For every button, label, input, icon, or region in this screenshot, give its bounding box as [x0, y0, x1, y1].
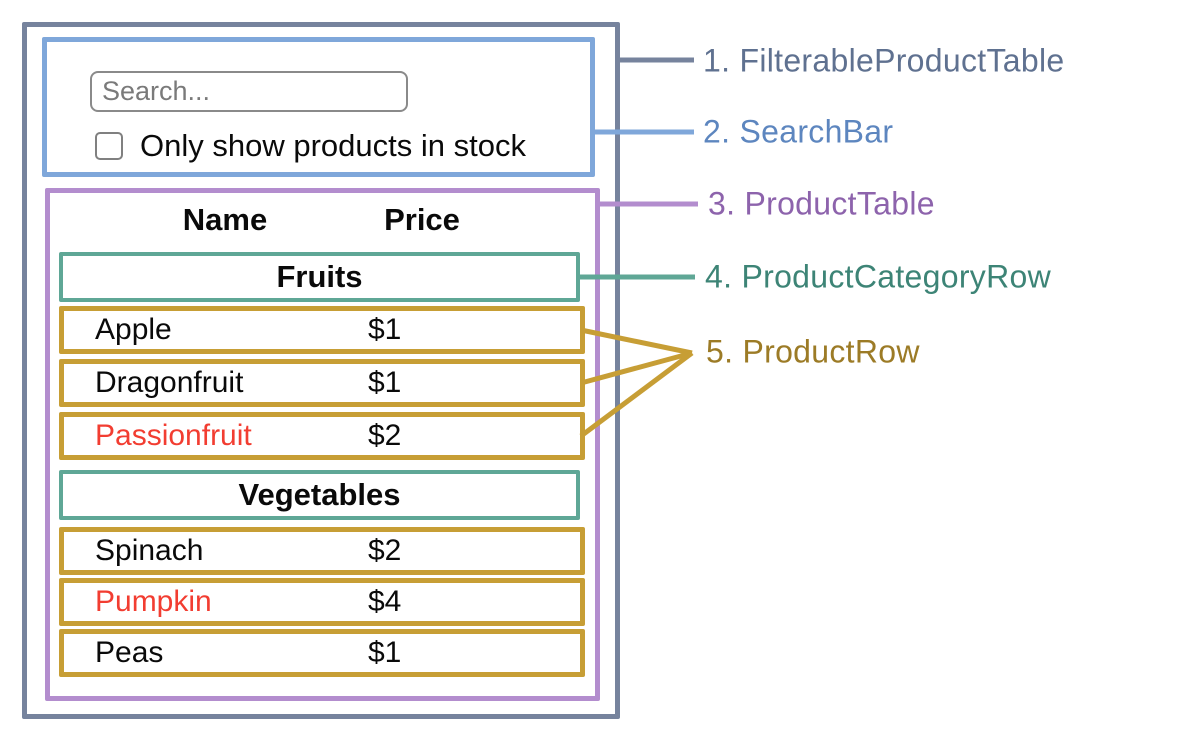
product-price: $2: [368, 534, 402, 567]
product-price: $1: [368, 366, 402, 399]
column-header-name: Name: [182, 202, 268, 237]
product-table-box: [45, 188, 600, 701]
category-row-fruits: Fruits: [59, 252, 580, 302]
product-name: Apple: [95, 313, 172, 346]
product-name: Peas: [95, 636, 164, 669]
in-stock-checkbox[interactable]: [95, 132, 123, 160]
legend-label-search-bar: 2. SearchBar: [703, 113, 894, 150]
in-stock-checkbox-label: Only show products in stock: [140, 128, 526, 163]
column-header-price: Price: [384, 202, 460, 237]
product-name: Dragonfruit: [95, 366, 244, 399]
product-price: $2: [368, 419, 402, 452]
search-bar-box: [42, 37, 595, 177]
product-name: Spinach: [95, 534, 204, 567]
product-row: Spinach $2: [59, 527, 585, 575]
product-row: Peas $1: [59, 629, 585, 677]
product-row: Passionfruit $2: [59, 412, 585, 460]
category-label: Fruits: [276, 259, 363, 294]
legend-label-filterable-product-table: 1. FilterableProductTable: [703, 42, 1065, 79]
search-input[interactable]: [90, 71, 408, 112]
product-name-out-of-stock: Pumpkin: [95, 585, 212, 618]
legend-label-product-category-row: 4. ProductCategoryRow: [705, 258, 1052, 295]
product-price: $1: [368, 313, 402, 346]
legend-label-product-table: 3. ProductTable: [708, 185, 935, 222]
product-price: $4: [368, 585, 402, 618]
product-row: Pumpkin $4: [59, 578, 585, 626]
category-row-vegetables: Vegetables: [59, 470, 580, 520]
product-row: Dragonfruit $1: [59, 359, 585, 407]
category-label: Vegetables: [238, 477, 401, 512]
product-row: Apple $1: [59, 306, 585, 354]
product-name-out-of-stock: Passionfruit: [95, 419, 252, 452]
product-price: $1: [368, 636, 402, 669]
legend-label-product-row: 5. ProductRow: [706, 333, 920, 370]
